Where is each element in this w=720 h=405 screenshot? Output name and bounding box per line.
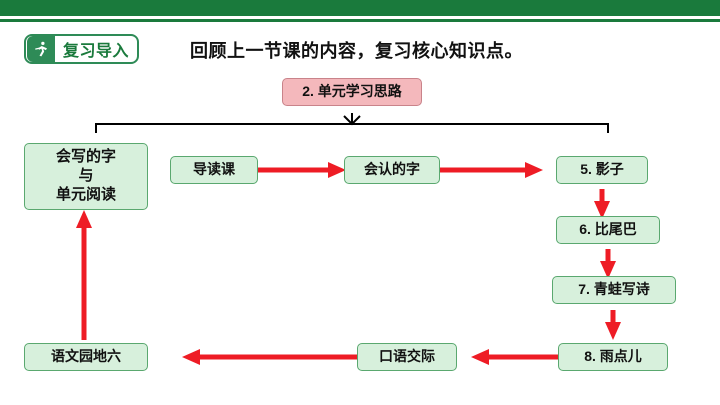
node-yudian[interactable]: 8. 雨点儿 [558,343,668,371]
node-yudian-label: 8. 雨点儿 [584,348,642,365]
node-kouyu-label: 口语交际 [379,348,435,365]
node-left-column-line3: 单元阅读 [55,185,116,203]
node-kouyu[interactable]: 口语交际 [357,343,457,371]
section-badge: 复习导入 [24,34,140,64]
node-huiren[interactable]: 会认的字 [344,156,440,184]
top-green-line [0,19,720,22]
node-left-column[interactable]: 会写的字 与 单元阅读 [24,143,148,210]
node-left-column-line2: 与 [78,167,94,185]
node-title[interactable]: 2. 单元学习思路 [282,78,422,106]
node-yuanlidi-label: 语文园地六 [51,348,121,365]
section-badge-label: 复习导入 [63,43,130,60]
page-headline: 回顾上一节课的内容，复习核心知识点。 [190,41,523,61]
node-yuanlidi[interactable]: 语文园地六 [24,343,148,371]
node-title-label: 2. 单元学习思路 [302,83,402,100]
node-qingwa[interactable]: 7. 青蛙写诗 [552,276,676,304]
top-green-bar [0,0,720,16]
node-daodu-label: 导读课 [193,161,235,178]
runner-icon [27,36,55,62]
node-yingzi-label: 5. 影子 [580,161,624,178]
top-white-gap [0,16,720,19]
node-daodu[interactable]: 导读课 [170,156,258,184]
node-biweiba[interactable]: 6. 比尾巴 [556,216,660,244]
node-biweiba-label: 6. 比尾巴 [579,221,637,238]
node-qingwa-label: 7. 青蛙写诗 [578,281,650,298]
node-left-column-line1: 会写的字 [55,148,116,166]
node-huiren-label: 会认的字 [364,161,420,178]
node-yingzi[interactable]: 5. 影子 [556,156,648,184]
